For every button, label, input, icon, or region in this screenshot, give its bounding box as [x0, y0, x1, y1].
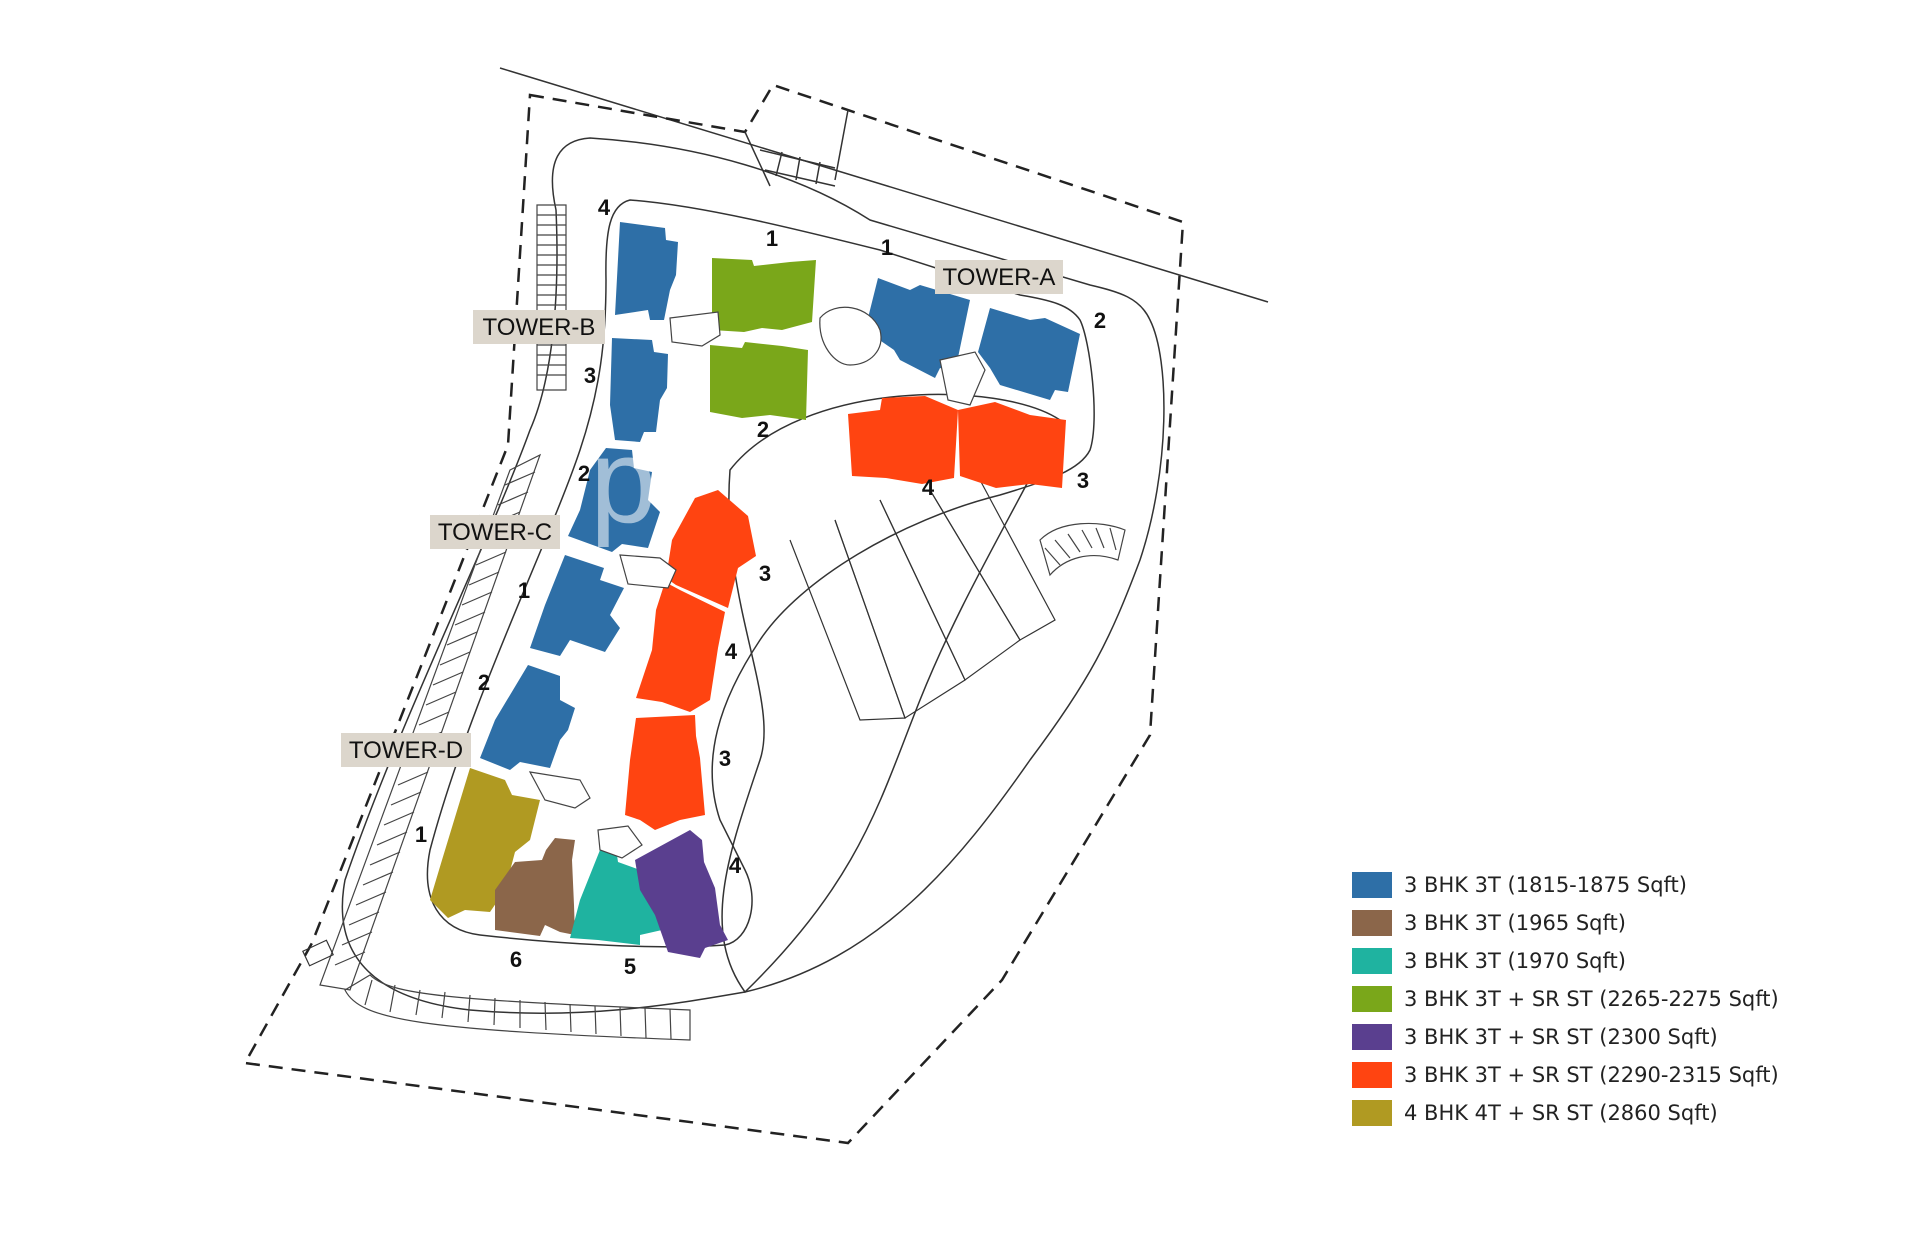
- unit-number: 2: [757, 417, 769, 442]
- round-feature: [819, 306, 882, 366]
- unit-block-orange: [636, 582, 725, 712]
- unit-block-orange: [848, 396, 958, 484]
- unit-number: 3: [759, 561, 771, 586]
- unit-block-brown: [495, 838, 575, 936]
- legend-item: 3 BHK 3T + SR ST (2265-2275 Sqft): [1352, 980, 1912, 1018]
- watermark: p: [590, 414, 657, 548]
- legend-swatch: [1352, 1100, 1392, 1126]
- legend-item: 3 BHK 3T + SR ST (2290-2315 Sqft): [1352, 1056, 1912, 1094]
- core-d2: [597, 825, 643, 859]
- unit-block-purple: [635, 830, 728, 958]
- unit-block-orange: [958, 402, 1066, 488]
- core-a: [939, 351, 986, 406]
- unit-number: 5: [624, 954, 636, 979]
- legend: 3 BHK 3T (1815-1875 Sqft) 3 BHK 3T (1965…: [1352, 866, 1912, 1132]
- parking-bays: [789, 479, 1056, 721]
- small-structure: [302, 939, 334, 967]
- unit-block-green: [710, 342, 808, 420]
- legend-item: 3 BHK 3T (1970 Sqft): [1352, 942, 1912, 980]
- legend-label: 3 BHK 3T (1965 Sqft): [1404, 911, 1626, 935]
- unit-number: 3: [719, 746, 731, 771]
- tower-a-tag: TOWER-A: [935, 260, 1063, 294]
- unit-block-orange: [666, 490, 756, 608]
- legend-label: 3 BHK 3T (1815-1875 Sqft): [1404, 873, 1687, 897]
- tower-b-label: TOWER-B: [483, 314, 596, 341]
- unit-number: 4: [922, 475, 935, 500]
- inner-road: [426, 199, 1095, 948]
- unit-number: 1: [766, 226, 778, 251]
- unit-block-blue: [978, 308, 1080, 400]
- unit-number: 2: [1094, 308, 1106, 333]
- unit-number: 2: [478, 670, 490, 695]
- unit-number: 2: [578, 461, 590, 486]
- tower-a-label: TOWER-A: [943, 264, 1056, 291]
- legend-swatch: [1352, 986, 1392, 1012]
- unit-number: 4: [729, 853, 742, 878]
- legend-item: 4 BHK 4T + SR ST (2860 Sqft): [1352, 1094, 1912, 1132]
- legend-swatch: [1352, 872, 1392, 898]
- unit-block-blue: [530, 555, 624, 656]
- unit-number: 1: [518, 578, 530, 603]
- unit-number: 6: [510, 947, 522, 972]
- unit-block-blue: [865, 278, 970, 378]
- unit-block-green: [712, 258, 816, 332]
- tower-b-tag-bg: [473, 310, 605, 344]
- legend-label: 3 BHK 3T (1970 Sqft): [1404, 949, 1626, 973]
- unit-block-blue: [615, 222, 678, 320]
- tower-a-tag-bg: [935, 260, 1063, 294]
- legend-label: 4 BHK 4T + SR ST (2860 Sqft): [1404, 1101, 1718, 1125]
- unit-number: 3: [1077, 468, 1089, 493]
- legend-label: 3 BHK 3T + SR ST (2265-2275 Sqft): [1404, 987, 1779, 1011]
- legend-label: 3 BHK 3T + SR ST (2290-2315 Sqft): [1404, 1063, 1779, 1087]
- unit-block-olive: [430, 768, 540, 918]
- unit-number: 3: [584, 363, 596, 388]
- core-b: [669, 311, 721, 347]
- legend-swatch: [1352, 1024, 1392, 1050]
- tower-b-tag: TOWER-B: [473, 310, 605, 344]
- legend-item: 3 BHK 3T + SR ST (2300 Sqft): [1352, 1018, 1912, 1056]
- core-d: [528, 771, 591, 809]
- tower-d-tag-bg: [341, 733, 471, 767]
- unit-block-blue: [480, 665, 575, 770]
- tower-c-label: TOWER-C: [438, 519, 552, 546]
- tower-c-tag: TOWER-C: [430, 515, 560, 549]
- legend-swatch: [1352, 1062, 1392, 1088]
- unit-block-orange: [625, 715, 705, 830]
- core-c: [619, 554, 677, 589]
- tower-c-tag-bg: [430, 515, 560, 549]
- central-lawn: [721, 393, 1061, 994]
- legend-item: 3 BHK 3T (1965 Sqft): [1352, 904, 1912, 942]
- legend-label: 3 BHK 3T + SR ST (2300 Sqft): [1404, 1025, 1718, 1049]
- entrance-gate: [744, 109, 849, 187]
- tower-d-tag: TOWER-D: [341, 733, 471, 767]
- unit-block-blue: [568, 448, 660, 552]
- outer-road: [341, 137, 1165, 1015]
- unit-number: 1: [415, 822, 427, 847]
- legend-swatch: [1352, 948, 1392, 974]
- legend-item: 3 BHK 3T (1815-1875 Sqft): [1352, 866, 1912, 904]
- unit-number: 1: [881, 235, 893, 260]
- unit-number: 4: [725, 639, 738, 664]
- legend-swatch: [1352, 910, 1392, 936]
- unit-block-blue: [610, 338, 668, 442]
- external-road-line: [499, 67, 1269, 303]
- tower-d-label: TOWER-D: [349, 737, 463, 764]
- unit-number: 4: [598, 195, 611, 220]
- site-boundary: [243, 83, 1185, 1145]
